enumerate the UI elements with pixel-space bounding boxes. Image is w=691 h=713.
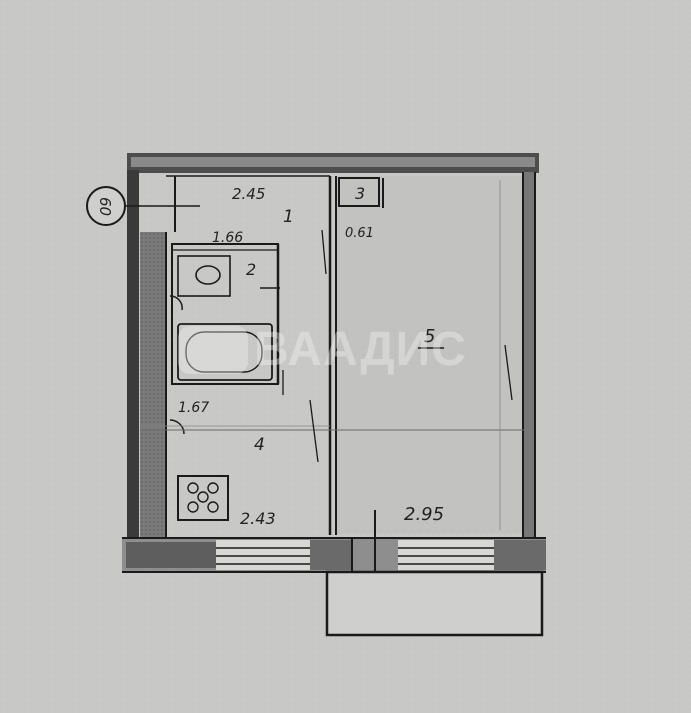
room-1-number: 1 xyxy=(283,207,294,227)
room-3-closet xyxy=(338,177,380,207)
window-room xyxy=(398,540,494,570)
room-5-dim-bottom: 2.95 xyxy=(404,504,444,525)
left-wall-hatched xyxy=(140,232,166,552)
room-5-area xyxy=(336,176,522,534)
watermark-text: ВААДИС xyxy=(254,323,467,376)
room-5-number: 5 xyxy=(424,326,435,347)
watermark-logo xyxy=(178,325,248,374)
room-2-dim-top: 1.66 xyxy=(212,230,243,246)
balcony xyxy=(325,570,544,637)
bathtub-fixture xyxy=(177,323,273,381)
room-4-dim-bottom: 2.43 xyxy=(240,509,276,528)
watermark: ВААДИС xyxy=(178,322,467,377)
entrance-marker-circle xyxy=(86,186,126,226)
right-wall xyxy=(523,172,535,540)
room-4-number: 4 xyxy=(254,435,265,455)
room-3-number: 3 xyxy=(355,184,365,203)
room-1-dim-top: 2.45 xyxy=(232,185,265,203)
stove-fixture xyxy=(177,475,229,521)
room-2-number: 2 xyxy=(246,260,256,279)
window-kitchen xyxy=(216,540,310,570)
entrance-marker-label: 60 xyxy=(96,197,114,216)
room-4-dim-top: 1.67 xyxy=(178,400,209,416)
room-3-dim-side: 0.61 xyxy=(345,226,374,241)
toilet-fixture xyxy=(177,255,231,297)
left-wall xyxy=(127,170,139,550)
